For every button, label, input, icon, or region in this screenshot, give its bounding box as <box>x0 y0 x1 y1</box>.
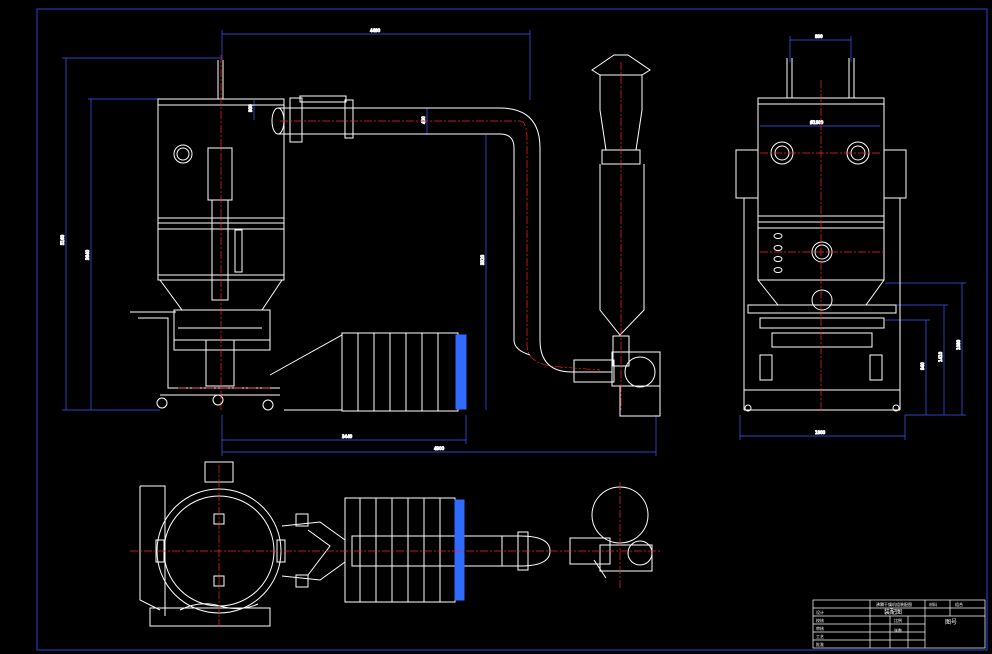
dim-overall-height: 5160 <box>60 234 65 245</box>
front-centerlines <box>178 55 622 410</box>
dim-h3: 940 <box>920 362 925 370</box>
title-material-label: 材料 <box>929 601 937 607</box>
dim-base-width: 3440 <box>342 434 353 439</box>
title-note: 图号 <box>945 619 957 626</box>
dim-shell-diameter: Ø1800 <box>810 120 824 125</box>
top-centerlines <box>130 465 660 628</box>
dim-top-width: 4490 <box>370 28 381 33</box>
dim-duct-height: 3320 <box>480 254 485 265</box>
title-scale-label: 比例 <box>894 617 902 623</box>
top-view <box>130 461 660 628</box>
title-drawing-name: 装配图 <box>884 608 902 616</box>
dim-body-height: 3640 <box>85 249 90 260</box>
side-view: 800 Ø1800 1800 1080 1410 940 <box>735 34 966 440</box>
title-row-review: 审核 <box>816 625 824 631</box>
dim-pipe: 400 <box>421 116 426 124</box>
filter-bag-front <box>455 334 467 410</box>
title-row-check: 校核 <box>816 617 824 623</box>
dim-h2: 1410 <box>938 351 943 362</box>
dim-total-length: 4900 <box>434 446 445 451</box>
dim-h1: 1080 <box>956 339 961 350</box>
title-sheet-label: 张数 <box>894 627 902 633</box>
filter-bag-top <box>454 499 465 601</box>
inlet-duct <box>269 332 459 412</box>
title-material-value: 组合 <box>955 601 963 607</box>
exhaust-pipe <box>271 95 612 373</box>
side-dimensions <box>739 36 966 440</box>
dim-side-base-width: 1800 <box>815 430 826 435</box>
drawing-border <box>36 8 988 651</box>
front-view: 4490 5160 3640 3320 900 400 3440 4900 <box>60 28 661 456</box>
title-block <box>812 599 986 649</box>
side-centerlines <box>760 80 885 412</box>
dim-inlet: 900 <box>248 104 253 112</box>
title-row-design: 设计 <box>816 609 824 615</box>
title-row-process: 工艺 <box>816 634 824 639</box>
title-row-approve: 批准 <box>816 641 824 647</box>
title-company: 沸腾干燥机组装配图 <box>876 601 912 607</box>
dim-top-spacing: 800 <box>815 34 823 39</box>
front-dimensions <box>62 30 657 456</box>
